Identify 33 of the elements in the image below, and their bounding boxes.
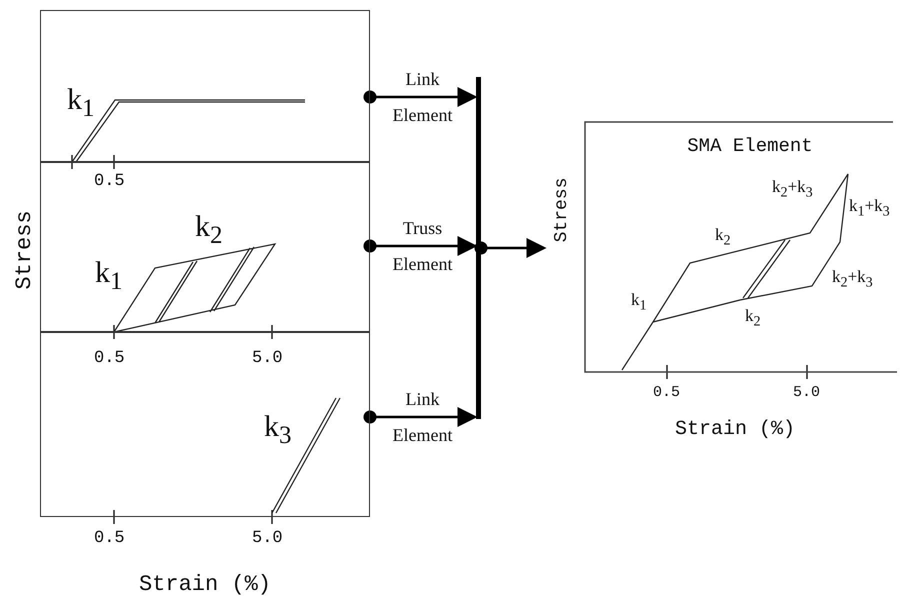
plot-panel (40, 162, 370, 332)
edge-label: Link Element (392, 388, 454, 447)
stiffness-label: k$_{1}$ (95, 258, 122, 294)
tick-label: 5.0 (793, 385, 820, 400)
tick-label: 5.0 (252, 530, 283, 547)
edge-label: Truss Element (392, 217, 454, 276)
plot-panel (40, 10, 370, 162)
axis-label: Stress (553, 178, 571, 242)
plot-panel (40, 332, 370, 517)
stiffness-label: k$_{2}$ (745, 307, 761, 329)
arrow (364, 87, 478, 107)
stiffness-label: k$_{1}$ (631, 291, 647, 313)
stiffness-label: k$_{1}$ (67, 85, 94, 121)
edge-label: Link Element (392, 68, 454, 127)
axis-label: Stress (14, 210, 36, 290)
tick-label: 0.5 (94, 173, 125, 190)
arrow (364, 236, 478, 256)
stiffness-label: k$_{1}$+k$_{3}$ (849, 197, 890, 219)
tick-label: 0.5 (94, 350, 125, 367)
stiffness-label: k$_{2}$+k$_{3}$ (832, 268, 873, 290)
tick-label: 0.5 (653, 385, 680, 400)
plot-title: SMA Element (686, 137, 814, 156)
junction-bar (476, 77, 481, 419)
arrow (474, 238, 546, 258)
axis-label: Strain (%) (674, 420, 796, 440)
stiffness-label: k$_{2}$ (715, 226, 731, 248)
tick-label: 0.5 (94, 530, 125, 547)
arrow (364, 407, 478, 427)
stiffness-label: k$_{2}$ (195, 212, 222, 248)
axis-label: Strain (%) (138, 574, 272, 596)
stiffness-label: k$_{2}$+k$_{3}$ (772, 178, 813, 200)
stiffness-label: k$_{3}$ (264, 412, 292, 448)
tick-label: 5.0 (252, 350, 283, 367)
